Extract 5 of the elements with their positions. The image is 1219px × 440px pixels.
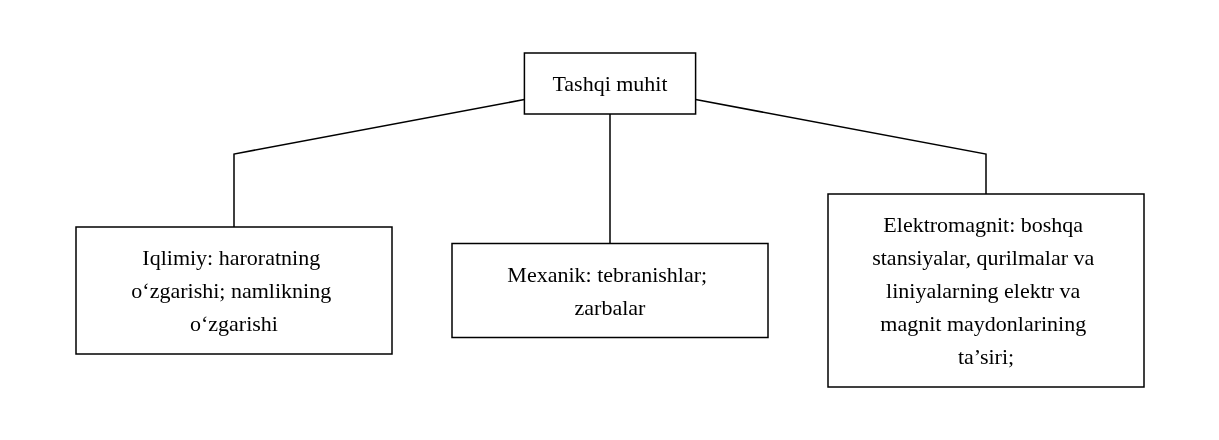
connector	[608, 113, 611, 245]
node-box: Tashqi muhit	[523, 52, 696, 115]
node-box: Mexanik: tebranishlar; zarbalar	[450, 242, 769, 339]
node-box: Iqlimiy: haroratning o‘zgarishi; namlikning o‘zgarishi	[74, 226, 393, 355]
node-box: Elektromagnit: boshqa stansiyalar, qurilmalar va liniyalarning elektr va magnit maydonlarining ta’siri;	[826, 193, 1145, 388]
